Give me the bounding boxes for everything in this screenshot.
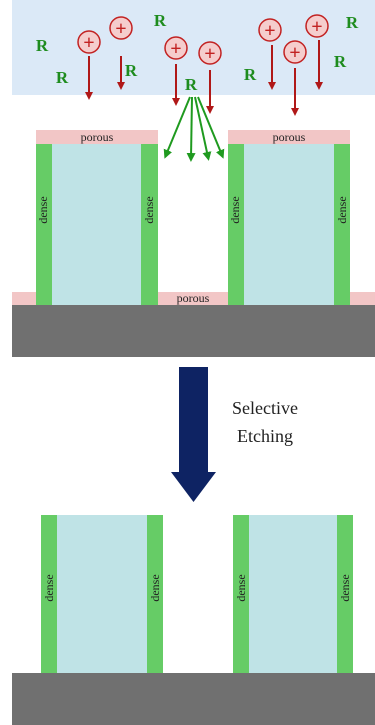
dense-wall bbox=[141, 144, 158, 305]
pillar-right-etched bbox=[233, 515, 353, 673]
porous-label: porous bbox=[81, 130, 114, 144]
ion-icon: + bbox=[305, 14, 329, 38]
dense-wall bbox=[147, 515, 163, 673]
pillar-core bbox=[249, 515, 337, 673]
dense-label: dense bbox=[148, 574, 162, 601]
substrate bbox=[12, 673, 375, 725]
pillar-left-etched bbox=[41, 515, 163, 673]
porous-cap bbox=[228, 130, 350, 144]
dense-wall bbox=[233, 515, 249, 673]
radical-arrow bbox=[186, 96, 196, 162]
dense-label: dense bbox=[42, 574, 56, 601]
svg-text:+: + bbox=[311, 16, 322, 38]
dense-label: dense bbox=[234, 574, 248, 601]
pillar-right bbox=[228, 130, 350, 305]
dense-label: dense bbox=[36, 196, 50, 223]
svg-text:+: + bbox=[264, 20, 275, 42]
pillar-core bbox=[244, 144, 334, 305]
dense-label: dense bbox=[338, 574, 352, 601]
dense-wall bbox=[337, 515, 353, 673]
ion-icon: + bbox=[164, 36, 188, 60]
process-label-line1: Selective bbox=[232, 398, 298, 418]
svg-text:+: + bbox=[204, 43, 215, 65]
radical-label: R bbox=[125, 61, 138, 80]
down-arrow-icon bbox=[171, 367, 216, 502]
pillar-core bbox=[52, 144, 141, 305]
radical-label: R bbox=[36, 36, 49, 55]
svg-text:+: + bbox=[115, 18, 126, 40]
ion-icon: + bbox=[258, 18, 282, 42]
radical-label: R bbox=[244, 65, 257, 84]
dense-wall bbox=[36, 144, 52, 305]
svg-text:+: + bbox=[289, 42, 300, 64]
radical-arrow bbox=[194, 96, 212, 161]
svg-text:+: + bbox=[83, 32, 94, 54]
ion-icon: + bbox=[283, 40, 307, 64]
radical-label: R bbox=[185, 75, 198, 94]
radical-arrow bbox=[163, 96, 191, 159]
dense-wall bbox=[334, 144, 350, 305]
dense-wall bbox=[228, 144, 244, 305]
radical-label: R bbox=[334, 52, 347, 71]
radical-label: R bbox=[56, 68, 69, 87]
ion-icon: + bbox=[77, 30, 101, 54]
porous-cap bbox=[36, 130, 158, 144]
ion-icon: + bbox=[109, 16, 133, 40]
dense-wall bbox=[41, 515, 57, 673]
radical-arrow bbox=[197, 96, 225, 159]
dense-label: dense bbox=[228, 196, 242, 223]
process-label-line2: Etching bbox=[237, 426, 293, 446]
radical-label: R bbox=[154, 11, 167, 30]
pillar-core bbox=[57, 515, 147, 673]
svg-text:+: + bbox=[170, 38, 181, 60]
pillar-left bbox=[36, 130, 158, 305]
porous-label: porous bbox=[273, 130, 306, 144]
porous-label: porous bbox=[177, 291, 210, 305]
ion-icon: + bbox=[198, 41, 222, 65]
substrate bbox=[12, 305, 375, 357]
radical-label: R bbox=[346, 13, 359, 32]
dense-label: dense bbox=[335, 196, 349, 223]
dense-label: dense bbox=[142, 196, 156, 223]
